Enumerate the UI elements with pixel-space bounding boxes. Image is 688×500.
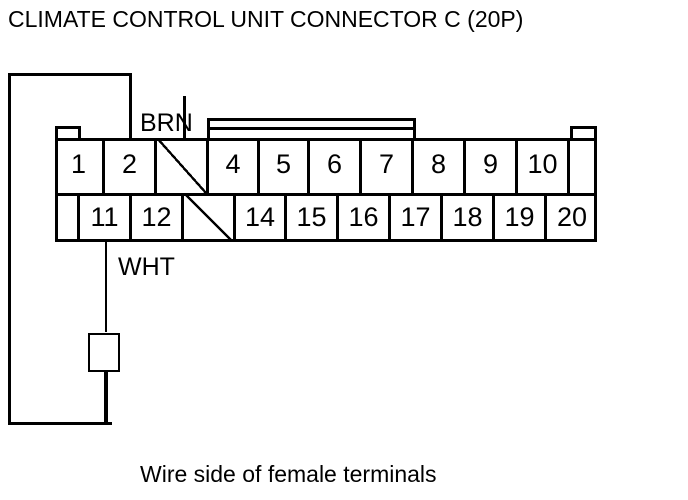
pin-cell-bottom-start-spacer <box>55 193 80 242</box>
connector-row-divider <box>55 193 597 196</box>
latch-notch-left <box>210 127 223 130</box>
pin-cell-18[interactable]: 18 <box>443 193 495 242</box>
latch-notch-right <box>400 127 413 130</box>
wire-wht-line-lower <box>104 372 108 425</box>
pin-cell-17[interactable]: 17 <box>391 193 443 242</box>
connector-outline <box>55 138 597 242</box>
pin-cell-19[interactable]: 19 <box>495 193 547 242</box>
wire-label-wht: WHT <box>118 253 175 281</box>
pin-cell-5[interactable]: 5 <box>260 138 310 193</box>
pin-cell-1[interactable]: 1 <box>55 138 105 193</box>
pin-cell-14[interactable]: 14 <box>236 193 287 242</box>
pin-cell-8[interactable]: 8 <box>414 138 466 193</box>
harness-frame-right-edge <box>129 73 132 141</box>
page-title: CLIMATE CONTROL UNIT CONNECTOR C (20P) <box>8 6 524 32</box>
pin-cell-2[interactable]: 2 <box>105 138 157 193</box>
pin-cell-20[interactable]: 20 <box>556 202 588 232</box>
pin-cell-12[interactable]: 12 <box>132 193 184 242</box>
pin-cell-9[interactable]: 9 <box>466 138 518 193</box>
pin-cell-bottom-blank <box>184 193 236 242</box>
diagram-caption: Wire side of female terminals <box>140 461 437 487</box>
harness-frame-left-edge <box>8 73 11 425</box>
harness-frame-bottom-edge <box>8 422 112 425</box>
connector-latch-tab-center <box>207 118 416 141</box>
latch-inner-bar <box>220 127 403 130</box>
connector-body: 1 2 4 5 6 7 8 9 10 11 12 14 15 16 17 18 … <box>55 138 597 242</box>
connector-latch-tab-right <box>570 126 597 141</box>
pin-cell-top-end-spacer <box>570 138 597 193</box>
pin-cell-6[interactable]: 6 <box>310 138 362 193</box>
pin-cell-16[interactable]: 16 <box>339 193 391 242</box>
harness-frame-top-edge <box>8 73 132 76</box>
connector-latch-tab-left <box>55 126 81 141</box>
pin-cell-10[interactable]: 10 <box>518 138 570 193</box>
wire-wht-line-upper <box>105 242 107 332</box>
pin-cell-11[interactable]: 11 <box>80 193 132 242</box>
terminal-symbol-box <box>88 333 120 372</box>
pin-cell-4[interactable]: 4 <box>209 138 260 193</box>
wire-label-brn: BRN <box>140 109 193 137</box>
pin-cell-7[interactable]: 7 <box>362 138 414 193</box>
pin-cell-15[interactable]: 15 <box>287 193 339 242</box>
pin-cell-top-blank <box>157 138 209 193</box>
wire-brn-line <box>183 96 186 141</box>
